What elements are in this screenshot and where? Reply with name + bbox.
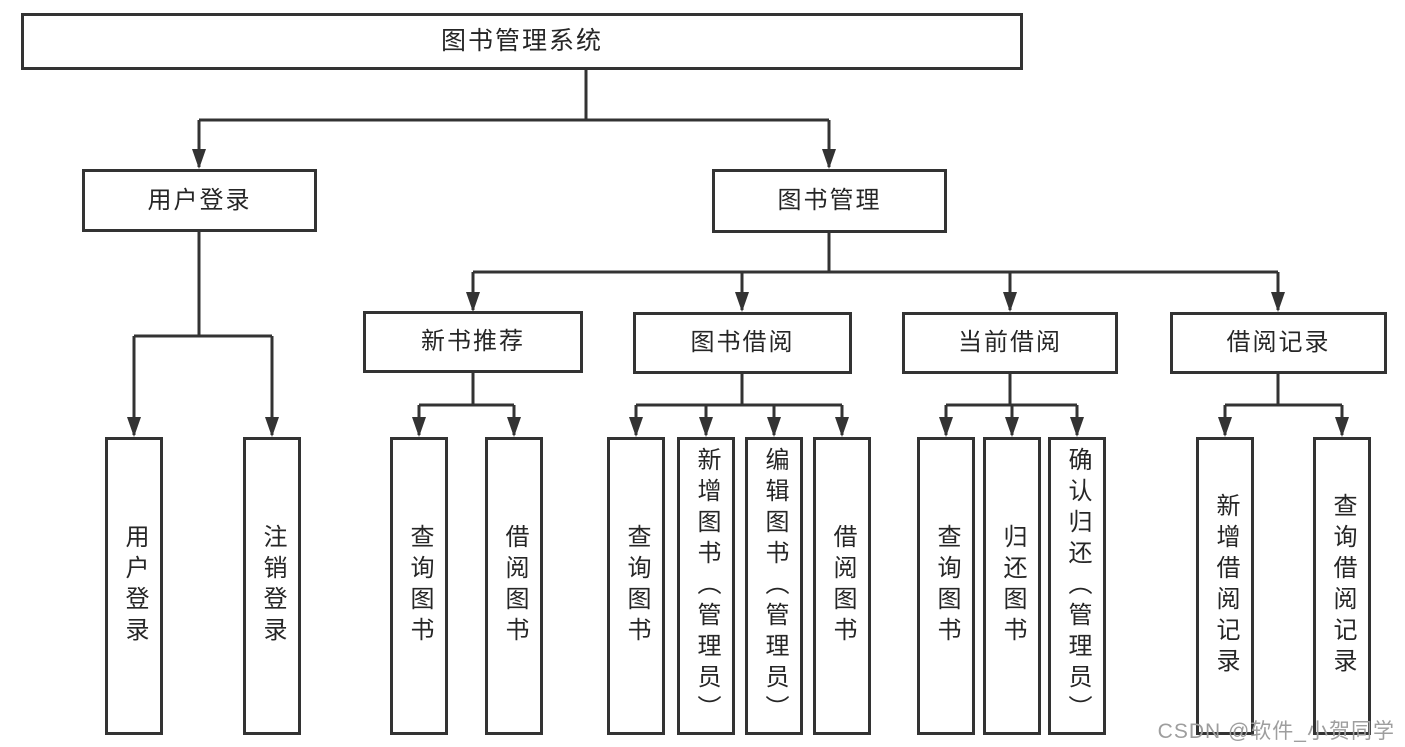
node-book-management: 图书管理 — [712, 169, 947, 233]
node-current-borrowing: 当前借阅 — [902, 312, 1118, 374]
leaf-query-books-current: 查询图书 — [917, 437, 975, 735]
node-book-borrowing: 图书借阅 — [633, 312, 852, 374]
node-label: 编辑图书（管理员） — [761, 446, 788, 726]
node-label: 注销登录 — [259, 524, 286, 648]
node-label: 用户登录 — [121, 524, 148, 648]
node-borrowing-records: 借阅记录 — [1170, 312, 1387, 374]
leaf-query-books-borrow: 查询图书 — [607, 437, 665, 735]
leaf-add-book-admin: 新增图书（管理员） — [677, 437, 735, 735]
leaf-borrow-books-recommend: 借阅图书 — [485, 437, 543, 735]
node-label: 查询图书 — [406, 524, 433, 648]
node-label: 查询借阅记录 — [1329, 493, 1356, 679]
node-label: 图书管理 — [777, 187, 882, 214]
node-label: 查询图书 — [623, 524, 650, 648]
leaf-query-books-recommend: 查询图书 — [390, 437, 448, 735]
node-label: 新增借阅记录 — [1212, 493, 1239, 679]
leaf-add-borrow-record: 新增借阅记录 — [1196, 437, 1254, 735]
node-label: 借阅记录 — [1226, 329, 1331, 356]
node-label: 借阅图书 — [829, 524, 856, 648]
leaf-user-login: 用户登录 — [105, 437, 163, 735]
node-label: 查询图书 — [933, 524, 960, 648]
node-user-login: 用户登录 — [82, 169, 317, 232]
node-label: 新增图书（管理员） — [693, 446, 720, 726]
node-label: 归还图书 — [999, 524, 1026, 648]
leaf-confirm-return-admin: 确认归还（管理员） — [1048, 437, 1106, 735]
leaf-return-book: 归还图书 — [983, 437, 1041, 735]
leaf-logout: 注销登录 — [243, 437, 301, 735]
leaf-borrow-books: 借阅图书 — [813, 437, 871, 735]
node-label: 用户登录 — [147, 186, 252, 214]
node-label: 借阅图书 — [501, 524, 528, 648]
watermark: CSDN @软件_小贺同学 — [1157, 720, 1395, 743]
leaf-query-borrow-record: 查询借阅记录 — [1313, 437, 1371, 735]
node-label: 确认归还（管理员） — [1064, 446, 1091, 726]
node-new-book-recommendation: 新书推荐 — [363, 311, 583, 373]
node-label: 图书管理系统 — [440, 27, 603, 55]
node-label: 当前借阅 — [958, 329, 1062, 356]
node-label: 新书推荐 — [421, 328, 525, 355]
node-library-system: 图书管理系统 — [21, 13, 1023, 70]
leaf-edit-book-admin: 编辑图书（管理员） — [745, 437, 803, 735]
node-label: 图书借阅 — [690, 329, 795, 356]
